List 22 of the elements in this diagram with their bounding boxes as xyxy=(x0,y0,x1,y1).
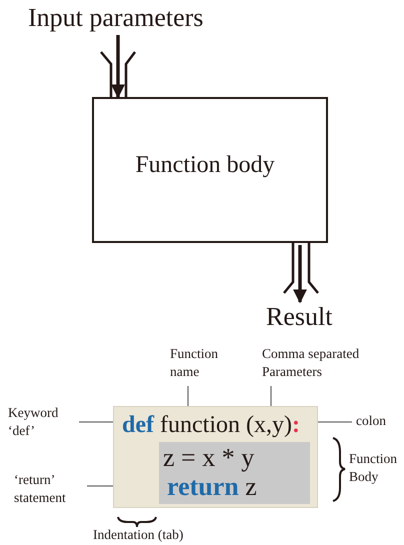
code-block xyxy=(159,442,310,504)
arrow xyxy=(293,245,307,304)
annotation-label: colon xyxy=(356,412,386,430)
annotation-label: ‘return’ statement xyxy=(14,471,67,507)
code-text: z = x * y xyxy=(163,444,254,472)
colon-mark: : xyxy=(292,411,300,439)
leader-line xyxy=(270,386,272,406)
box-label: Function body xyxy=(135,151,275,179)
arrow xyxy=(111,35,125,98)
bracket-label: Indentation (tab) xyxy=(93,526,184,544)
annotation-label: Keyword ‘def’ xyxy=(8,404,60,440)
flow-label: Result xyxy=(266,302,332,332)
code-text: z xyxy=(245,473,257,501)
bracket-label: Function Body xyxy=(349,450,398,486)
annotation-label: Comma separated Parameters xyxy=(262,345,360,381)
flow-label: Input parameters xyxy=(28,3,204,33)
code-panel xyxy=(113,406,318,508)
code-text: function (x,y) xyxy=(160,411,292,439)
keyword: def xyxy=(122,411,154,439)
function-box xyxy=(92,97,328,243)
keyword: return xyxy=(167,473,239,501)
annotation-label: Function name xyxy=(170,345,220,381)
